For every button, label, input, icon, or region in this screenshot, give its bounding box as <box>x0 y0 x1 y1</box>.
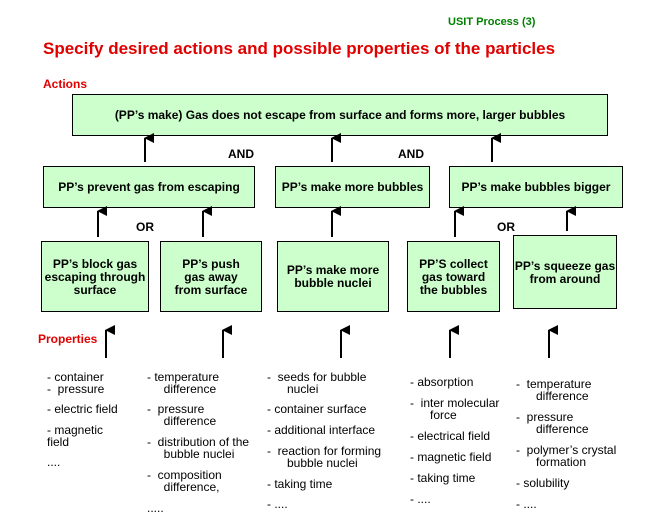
property-item: .... <box>47 455 61 469</box>
property-list-block-gas: - container - pressure - electric field … <box>47 371 118 468</box>
property-item: - inter molecular force <box>410 396 500 422</box>
sub-action-box-collect-gas: PP’S collect gas toward the bubbles <box>407 241 500 312</box>
property-item: - magnetic field <box>47 423 104 449</box>
property-item: - taking time <box>267 477 333 491</box>
sub-action-box-squeeze-gas: PP’s squeeze gas from around <box>513 235 617 309</box>
property-item: - container surface <box>267 402 367 416</box>
property-item: - electrical field <box>410 429 491 443</box>
property-item: - composition difference, <box>147 468 222 494</box>
property-item: - distribution of the bubble nuclei <box>147 435 250 461</box>
property-list-bubble-nuclei: - seeds for bubble nuclei - container su… <box>267 371 381 510</box>
sub-action-box-push-gas: PP’s push gas away from surface <box>160 241 262 312</box>
property-item: - absorption <box>410 375 474 389</box>
process-step-label: USIT Process (3) <box>448 16 536 28</box>
property-item: - polymer’s crystal formation <box>516 443 617 469</box>
goal-box: (PP’s make) Gas does not escape from sur… <box>72 94 608 136</box>
property-item: - container - pressure <box>47 370 105 396</box>
property-list-squeeze-gas: - temperature difference - pressure diff… <box>516 378 616 510</box>
action-box-bigger-bubbles: PP’s make bubbles bigger <box>449 166 623 208</box>
properties-label: Properties <box>38 332 98 346</box>
action-box-prevent-escape: PP’s prevent gas from escaping <box>43 166 255 208</box>
sub-action-box-block-gas: PP’s block gas escaping through surface <box>41 241 149 312</box>
property-item: - .... <box>516 497 537 511</box>
property-item: - seeds for bubble nuclei <box>267 370 367 396</box>
property-item: ..... <box>147 501 164 515</box>
property-item: - .... <box>410 492 431 506</box>
property-item: - temperature difference <box>516 377 592 403</box>
action-box-more-bubbles: PP’s make more bubbles <box>275 166 430 208</box>
property-item: - reaction for forming bubble nuclei <box>267 444 382 470</box>
and-label: AND <box>228 147 254 161</box>
sub-action-box-bubble-nuclei: PP’s make more bubble nuclei <box>277 241 389 312</box>
or-label: OR <box>497 220 515 234</box>
property-item: - .... <box>267 497 288 511</box>
property-item: - magnetic field <box>410 450 492 464</box>
property-list-collect-gas: - absorption - inter molecular force - e… <box>410 376 499 505</box>
property-item: - pressure difference <box>516 410 589 436</box>
property-item: - taking time <box>410 471 476 485</box>
or-label: OR <box>136 220 154 234</box>
property-item: - solubility <box>516 476 570 490</box>
actions-label: Actions <box>43 77 88 91</box>
property-list-push-gas: - temperature difference - pressure diff… <box>147 371 249 514</box>
property-item: - pressure difference <box>147 402 217 428</box>
property-item: - temperature difference <box>147 370 220 396</box>
and-label: AND <box>398 147 424 161</box>
page-title: Specify desired actions and possible pro… <box>43 39 556 58</box>
property-item: - electric field <box>47 402 118 416</box>
property-item: - additional interface <box>267 423 376 437</box>
